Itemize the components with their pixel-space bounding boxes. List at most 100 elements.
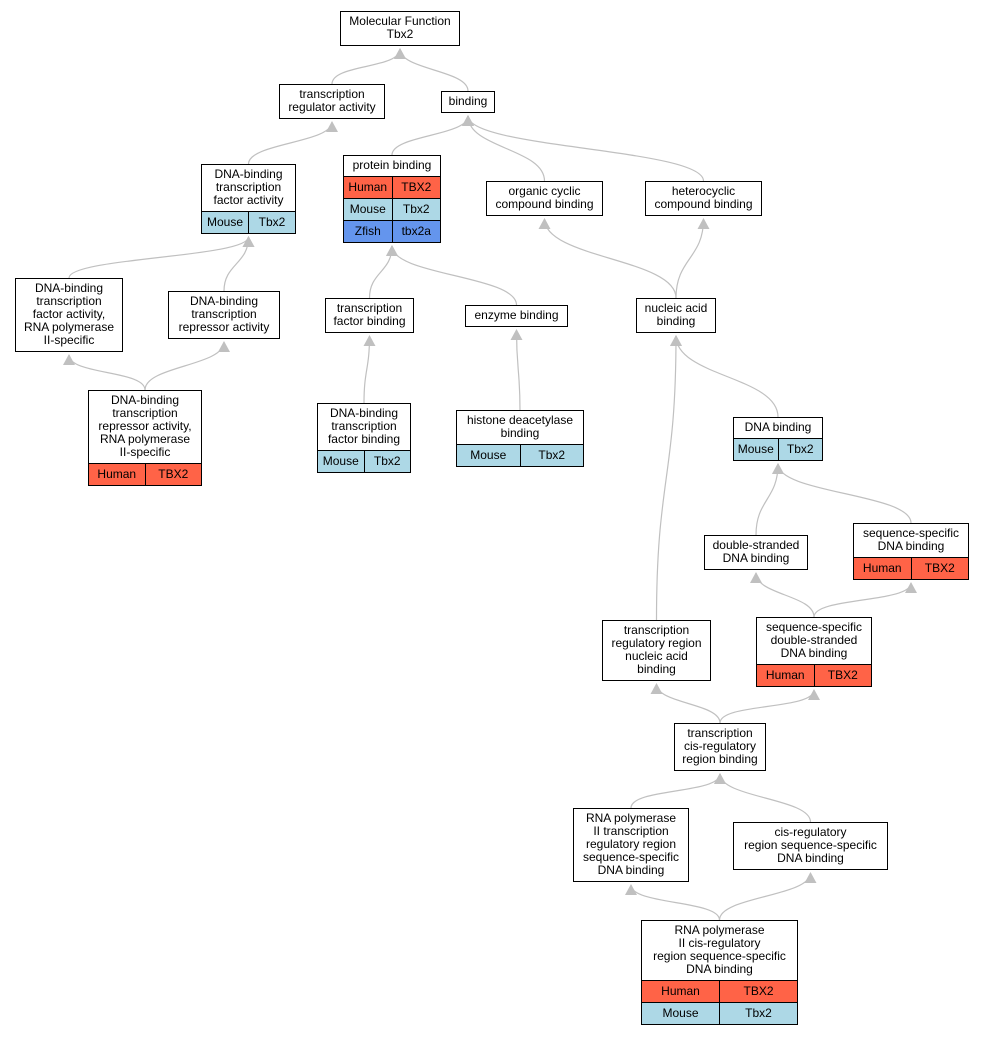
edge-sequence_specific_ds_dna_binding-to-sequence_specific_dna_binding — [813, 582, 917, 618]
gene-row-human: Human TBX2 — [89, 463, 201, 485]
go-node-sequence-specific-double-stranded-dna-binding[interactable]: sequence-specific double-stranded DNA bi… — [756, 617, 872, 687]
gene-cell[interactable]: Tbx2 — [248, 212, 295, 233]
go-node-enzyme-binding[interactable]: enzyme binding — [465, 305, 568, 327]
gene-row-mouse: Mouse Tbx2 — [457, 444, 583, 466]
go-node-nucleic-acid-binding[interactable]: nucleic acid binding — [636, 298, 716, 333]
node-label: DNA-binding transcription repressor acti… — [178, 294, 270, 334]
gene-cell[interactable]: Tbx2 — [363, 451, 411, 472]
go-node-dna-binding-transcription-factor-binding[interactable]: DNA-binding transcription factor binding… — [317, 403, 411, 473]
node-label: enzyme binding — [474, 308, 559, 322]
node-label: DNA-binding transcription factor activit… — [23, 281, 115, 347]
edge-transcription_regulator_activity-to-molecular_function — [331, 48, 406, 85]
species-cell: Zfish — [354, 224, 381, 238]
node-label: DNA-binding transcription factor activit… — [213, 167, 284, 207]
gene-cell[interactable]: Tbx2 — [519, 445, 584, 466]
edge-sequence_specific_ds_dna_binding-to-double_stranded_dna_binding — [750, 572, 815, 618]
edge-organic_cyclic_compound_binding-to-binding — [462, 115, 546, 182]
go-node-sequence-specific-dna-binding[interactable]: sequence-specific DNA binding Human TBX2 — [853, 523, 969, 580]
go-node-dna-binding-transcription-factor-activity[interactable]: DNA-binding transcription factor activit… — [201, 164, 296, 234]
node-label: cis-regulatory region sequence-specific … — [744, 825, 877, 865]
edge-nucleic_acid_binding-to-heterocyclic_compound_binding — [675, 218, 710, 299]
edge-dna_binding-to-nucleic_acid_binding — [670, 335, 779, 418]
go-node-cis-regulatory-region-sequence-specific-dna-binding[interactable]: cis-regulatory region sequence-specific … — [733, 822, 888, 870]
go-node-dna-binding-tf-repressor-activity-rnap2-specific[interactable]: DNA-binding transcription repressor acti… — [88, 390, 202, 486]
node-label: RNA polymerase II transcription regulato… — [582, 811, 680, 877]
node-label: sequence-specific double-stranded DNA bi… — [765, 620, 863, 660]
edge-transcription_cis_regulatory_region_binding-to-transcription_regulatory_region_nucleic_acid_binding — [650, 683, 721, 724]
node-label: nucleic acid binding — [644, 301, 708, 328]
node-label: sequence-specific DNA binding — [862, 526, 960, 553]
gene-row-mouse: Mouse Tbx2 — [642, 1002, 797, 1024]
edge-rnap2_cis_regulatory_region_ss_dna_binding-to-rnap2_transcription_regulatory_region_ss_dna_binding — [625, 884, 721, 921]
go-node-dna-binding-tf-activity-rnap2-specific[interactable]: DNA-binding transcription factor activit… — [15, 278, 123, 352]
species-cell: Human — [661, 984, 700, 998]
node-label: transcription cis-regulatory region bind… — [682, 726, 758, 766]
species-cell: Human — [348, 180, 388, 194]
gene-cell[interactable]: TBX2 — [813, 665, 872, 686]
gene-row-mouse: Mouse Tbx2 — [318, 450, 410, 472]
go-node-organic-cyclic-compound-binding[interactable]: organic cyclic compound binding — [486, 181, 603, 216]
species-cell: Mouse — [206, 215, 244, 229]
edge-heterocyclic_compound_binding-to-binding — [462, 115, 705, 182]
edge-sequence_specific_dna_binding-to-dna_binding — [772, 463, 912, 524]
go-node-transcription-factor-binding[interactable]: transcription factor binding — [325, 298, 414, 333]
go-node-transcription-regulator-activity[interactable]: transcription regulator activity — [279, 84, 385, 119]
go-node-transcription-cis-regulatory-region-binding[interactable]: transcription cis-regulatory region bind… — [674, 723, 766, 771]
go-node-rnap2-transcription-regulatory-region-sequence-specific-dna-binding[interactable]: RNA polymerase II transcription regulato… — [573, 808, 689, 882]
go-node-transcription-regulatory-region-nucleic-acid-binding[interactable]: transcription regulatory region nucleic … — [602, 620, 711, 681]
gene-row-human: Human TBX2 — [344, 176, 440, 198]
gene-cell[interactable]: TBX2 — [910, 558, 969, 579]
gene-row-human: Human TBX2 — [854, 557, 968, 579]
edge-dna_binding_tf_activity-to-transcription_regulator_activity — [247, 121, 338, 165]
gene-row-mouse: Mouse Tbx2 — [202, 211, 295, 233]
node-label: organic cyclic compound binding — [495, 184, 594, 211]
species-cell: Mouse — [737, 442, 774, 456]
species-cell: Mouse — [662, 1006, 699, 1020]
edge-nucleic_acid_binding-to-organic_cyclic_compound_binding — [538, 218, 677, 299]
node-label: double-stranded DNA binding — [712, 538, 800, 565]
go-node-heterocyclic-compound-binding[interactable]: heterocyclic compound binding — [645, 181, 762, 216]
edge-dna_binding_tf_activity_rnap2-to-dna_binding_tf_activity — [68, 236, 255, 279]
go-node-dna-binding[interactable]: DNA binding Mouse Tbx2 — [733, 417, 823, 461]
species-cell: Mouse — [322, 454, 359, 468]
edge-protein_binding-to-binding — [391, 115, 474, 156]
node-label: transcription regulatory region nucleic … — [611, 623, 702, 676]
species-cell: Human — [862, 561, 902, 575]
gene-cell[interactable]: tbx2a — [391, 221, 441, 242]
edge-dna_binding_tf_repressor_activity_rnap2-to-dna_binding_tf_activity_rnap2 — [63, 354, 146, 391]
edge-double_stranded_dna_binding-to-dna_binding — [755, 463, 784, 536]
node-label: DNA binding — [744, 420, 812, 434]
gene-cell[interactable]: Tbx2 — [391, 199, 441, 220]
gene-row-human: Human TBX2 — [757, 664, 871, 686]
node-label: Molecular Function Tbx2 — [349, 14, 451, 41]
edge-dna_binding_tf_repressor_activity_rnap2-to-dna_binding_tf_repressor_activity — [144, 341, 230, 391]
gene-cell[interactable]: Tbx2 — [719, 1003, 797, 1024]
gene-cell[interactable]: Tbx2 — [777, 439, 823, 460]
go-node-binding[interactable]: binding — [441, 91, 495, 113]
edge-transcription_cis_regulatory_region_binding-to-sequence_specific_ds_dna_binding — [719, 689, 820, 724]
edge-transcription_factor_binding-to-protein_binding — [368, 245, 398, 299]
gene-row-zfish: Zfish tbx2a — [344, 220, 440, 242]
edge-binding-to-molecular_function — [394, 48, 469, 92]
gene-cell[interactable]: TBX2 — [719, 981, 797, 1002]
node-label: transcription regulator activity — [288, 87, 376, 114]
node-label: RNA polymerase II cis-regulatory region … — [653, 923, 786, 976]
go-node-dna-binding-transcription-repressor-activity[interactable]: DNA-binding transcription repressor acti… — [168, 291, 280, 339]
node-label: histone deacetylase binding — [466, 413, 574, 440]
go-node-double-stranded-dna-binding[interactable]: double-stranded DNA binding — [704, 535, 808, 570]
gene-row-mouse: Mouse Tbx2 — [734, 438, 822, 460]
edge-enzyme_binding-to-protein_binding — [386, 245, 518, 306]
go-node-molecular-function[interactable]: Molecular Function Tbx2 — [340, 11, 460, 46]
edge-histone_deacetylase_binding-to-enzyme_binding — [510, 329, 523, 411]
go-node-rnap2-cis-regulatory-region-sequence-specific-dna-binding[interactable]: RNA polymerase II cis-regulatory region … — [641, 920, 798, 1025]
gene-cell[interactable]: TBX2 — [144, 464, 202, 485]
edge-cis_regulatory_region_ss_dna_binding-to-transcription_cis_regulatory_region_binding — [714, 773, 812, 823]
gene-cell[interactable]: TBX2 — [391, 177, 441, 198]
go-node-protein-binding[interactable]: protein binding Human TBX2 Mouse Tbx2 Zf… — [343, 155, 441, 243]
species-cell: Human — [97, 467, 137, 481]
node-label: DNA-binding transcription factor binding — [327, 406, 401, 446]
gene-row-human: Human TBX2 — [642, 980, 797, 1002]
node-label: binding — [448, 94, 488, 108]
edge-rnap2_transcription_regulatory_region_ss_dna_binding-to-transcription_cis_regulatory_region_binding — [630, 773, 726, 809]
go-node-histone-deacetylase-binding[interactable]: histone deacetylase binding Mouse Tbx2 — [456, 410, 584, 467]
